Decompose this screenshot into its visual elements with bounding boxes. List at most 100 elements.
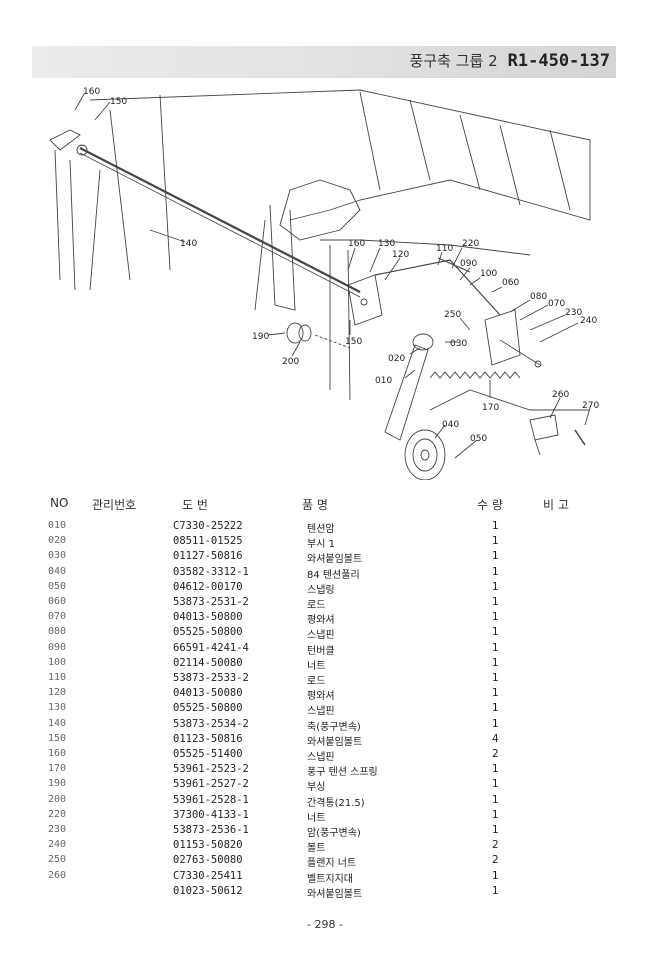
callout-270: 270 — [582, 401, 599, 411]
table-row: 030 01127-50816 와셔붙임볼트 1 — [0, 550, 650, 565]
part-number: 53961-2527-2 — [173, 778, 249, 791]
part-number: 04612-00170 — [173, 580, 243, 593]
table-row: 010 C7330-25222 텐션암 1 — [0, 520, 650, 535]
part-name: 로드 — [307, 600, 326, 611]
item-number: 110 — [48, 672, 67, 683]
quantity: 1 — [492, 520, 499, 532]
item-number: 050 — [48, 580, 67, 592]
page-number: - 298 - — [307, 918, 343, 931]
part-number: 37300-4133-1 — [173, 808, 249, 821]
callout-160: 160 — [348, 239, 365, 249]
quantity: 1 — [492, 717, 499, 730]
quantity: 1 — [492, 702, 499, 715]
part-name: 간격통(21.5) — [307, 797, 365, 809]
callout-170: 170 — [482, 403, 499, 413]
quantity: 1 — [492, 824, 499, 836]
col-no: NO — [50, 496, 69, 510]
callout-070: 070 — [548, 299, 565, 309]
callout-130: 130 — [378, 239, 395, 249]
item-number: 090 — [48, 641, 67, 653]
group-title: 풍구축 그룹 2 — [409, 52, 498, 70]
quantity: 1 — [492, 641, 499, 654]
item-number: 240 — [48, 839, 67, 851]
part-name: 와셔붙임볼트 — [307, 554, 363, 566]
callout-010: 010 — [375, 376, 392, 386]
quantity: 1 — [492, 687, 499, 700]
col-mgmt-number: 관리번호 — [92, 498, 137, 512]
part-number: 53873-2531-2 — [173, 596, 249, 608]
quantity: 1 — [492, 565, 499, 578]
quantity: 1 — [492, 550, 499, 563]
item-number: 040 — [48, 565, 67, 577]
quantity: 1 — [492, 596, 499, 608]
callout-240: 240 — [580, 316, 597, 326]
quantity: 1 — [492, 535, 499, 548]
part-name: 암(풍구변속) — [307, 828, 361, 839]
item-number: 190 — [48, 778, 67, 790]
quantity: 1 — [492, 580, 499, 593]
part-name: 스냅핀 — [307, 630, 335, 642]
quantity: 2 — [492, 839, 499, 852]
callout-150: 150 — [110, 97, 127, 107]
part-number: 04013-50080 — [173, 687, 243, 700]
part-name: 스냅핀 — [307, 706, 335, 718]
callout-040: 040 — [442, 420, 459, 430]
part-name: 와셔붙임볼트 — [307, 888, 363, 900]
quantity: 2 — [492, 748, 499, 760]
item-number: 120 — [48, 687, 67, 699]
part-number: 53961-2523-2 — [173, 763, 249, 776]
item-number: 130 — [48, 702, 67, 714]
part-number: C7330-25411 — [173, 869, 243, 882]
part-name: 평와셔 — [307, 691, 335, 703]
quantity: 4 — [492, 732, 499, 745]
part-number: 01023-50612 — [173, 884, 243, 897]
part-number: 08511-01525 — [173, 535, 243, 548]
part-name: 텐션암 — [307, 524, 335, 535]
part-name: 턴버클 — [307, 645, 335, 657]
item-number: 140 — [48, 717, 67, 729]
col-remarks: 비 고 — [543, 498, 569, 512]
quantity: 1 — [492, 884, 499, 897]
callout-060: 060 — [502, 278, 519, 288]
part-number: 01153-50820 — [173, 839, 243, 852]
item-number: 260 — [48, 869, 67, 881]
part-number: 53961-2528-1 — [173, 793, 249, 806]
quantity: 1 — [492, 626, 499, 639]
quantity: 1 — [492, 793, 499, 806]
quantity: 1 — [492, 763, 499, 776]
part-number: 05525-50800 — [173, 702, 243, 715]
group-code: R1-450-137 — [507, 51, 610, 71]
item-number: 010 — [48, 520, 67, 531]
item-number: 100 — [48, 656, 67, 668]
part-name: 축(풍구변속) — [307, 721, 361, 733]
quantity: 1 — [492, 869, 499, 882]
item-number: 230 — [48, 824, 67, 835]
part-name: 부싱 — [307, 782, 326, 794]
col-quantity: 수 량 — [477, 498, 503, 512]
part-name: 스냅핀 — [307, 752, 335, 763]
part-name: 볼트 — [307, 843, 326, 855]
part-number: C7330-25222 — [173, 520, 243, 532]
item-number: 160 — [48, 748, 67, 759]
part-number: 53873-2533-2 — [173, 672, 249, 684]
part-name: 플랜지 너트 — [307, 858, 357, 870]
item-number: 150 — [48, 732, 67, 744]
item-number: 030 — [48, 550, 67, 562]
part-name: 부시 1 — [307, 539, 335, 551]
part-number: 01127-50816 — [173, 550, 243, 563]
